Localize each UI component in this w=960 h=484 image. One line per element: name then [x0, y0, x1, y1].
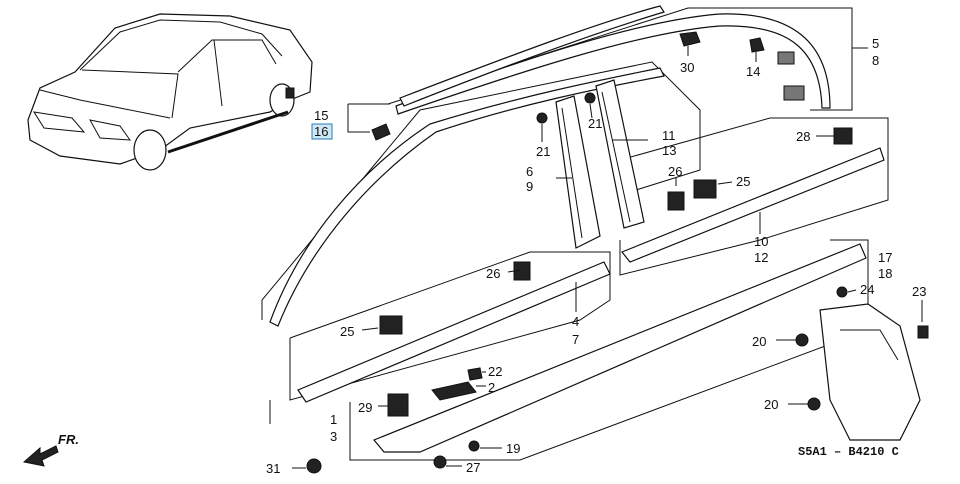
screw-27	[433, 455, 447, 469]
screw-31	[306, 458, 322, 474]
callout-30: 30	[680, 60, 694, 75]
screw-20-lower	[807, 397, 821, 411]
drip-molding	[269, 67, 665, 327]
callouts: 5 8 30 14 15 16 21 21 11 13 6 9 28 26 25…	[266, 36, 926, 476]
callout-28: 28	[796, 129, 810, 144]
callout-16: 16	[314, 124, 328, 139]
callout-22: 22	[488, 364, 502, 379]
clip-24	[836, 286, 848, 298]
callout-25-rear: 25	[736, 174, 750, 189]
callout-2: 2	[488, 380, 495, 395]
mudguard-17-18	[819, 303, 921, 441]
end-cap-lower	[783, 85, 805, 101]
screw-21-left	[536, 112, 548, 124]
callout-15: 15	[314, 108, 328, 123]
callout-26-rear: 26	[668, 164, 682, 179]
callout-21-right: 21	[588, 116, 602, 131]
callout-29: 29	[358, 400, 372, 415]
callout-5: 5	[872, 36, 879, 51]
end-cap-upper	[777, 51, 795, 65]
side-sill-garnish	[373, 243, 867, 453]
roof-molding-5-8	[395, 13, 831, 115]
car-illustration	[27, 13, 313, 171]
clip-29	[387, 393, 409, 417]
clip-25-rear	[693, 179, 717, 199]
callout-23: 23	[912, 284, 926, 299]
callout-20-lower: 20	[764, 397, 778, 412]
parts	[269, 5, 929, 474]
diagram-code: S5A1 – B4210 C	[798, 445, 899, 459]
belt-molding-front	[297, 261, 611, 403]
callout-13: 13	[662, 143, 676, 158]
callout-4: 4	[572, 314, 579, 329]
pillar-6-9	[555, 95, 601, 249]
callout-1: 1	[330, 412, 337, 427]
callout-31: 31	[266, 461, 280, 476]
roof-molding-strip	[399, 5, 665, 107]
clip-15-16	[371, 123, 391, 141]
callout-21-left: 21	[536, 144, 550, 159]
callout-8: 8	[872, 53, 879, 68]
bracket-2	[431, 381, 477, 401]
callout-12: 12	[754, 250, 768, 265]
clip-19	[468, 440, 480, 452]
callout-19: 19	[506, 441, 520, 456]
clip-22	[467, 367, 483, 381]
callout-24: 24	[860, 282, 874, 297]
clip-14	[749, 37, 765, 53]
clip-30	[679, 31, 701, 47]
callout-25-front: 25	[340, 324, 354, 339]
leader-lines	[292, 46, 923, 469]
callout-11: 11	[662, 128, 676, 143]
callout-17: 17	[878, 250, 892, 265]
pillar-11-13	[595, 79, 645, 229]
group-boxes	[261, 7, 889, 461]
callout-7: 7	[572, 332, 579, 347]
highlight-box	[311, 123, 333, 140]
clip-26-rear	[667, 191, 685, 211]
screw-21-right	[584, 92, 596, 104]
clip-23	[917, 325, 929, 339]
clip-25-front	[379, 315, 403, 335]
callout-14: 14	[746, 64, 760, 79]
callout-26-front: 26	[486, 266, 500, 281]
belt-molding-rear	[621, 147, 885, 263]
front-label: FR.	[58, 432, 79, 447]
callout-10: 10	[754, 234, 768, 249]
front-direction-arrow: FR.	[22, 432, 79, 467]
clip-28	[833, 127, 853, 145]
callout-9: 9	[526, 179, 533, 194]
callout-6: 6	[526, 164, 533, 179]
screw-20-upper	[795, 333, 809, 347]
callout-3: 3	[330, 429, 337, 444]
callout-27: 27	[466, 460, 480, 475]
callout-18: 18	[878, 266, 892, 281]
callout-20-upper: 20	[752, 334, 766, 349]
